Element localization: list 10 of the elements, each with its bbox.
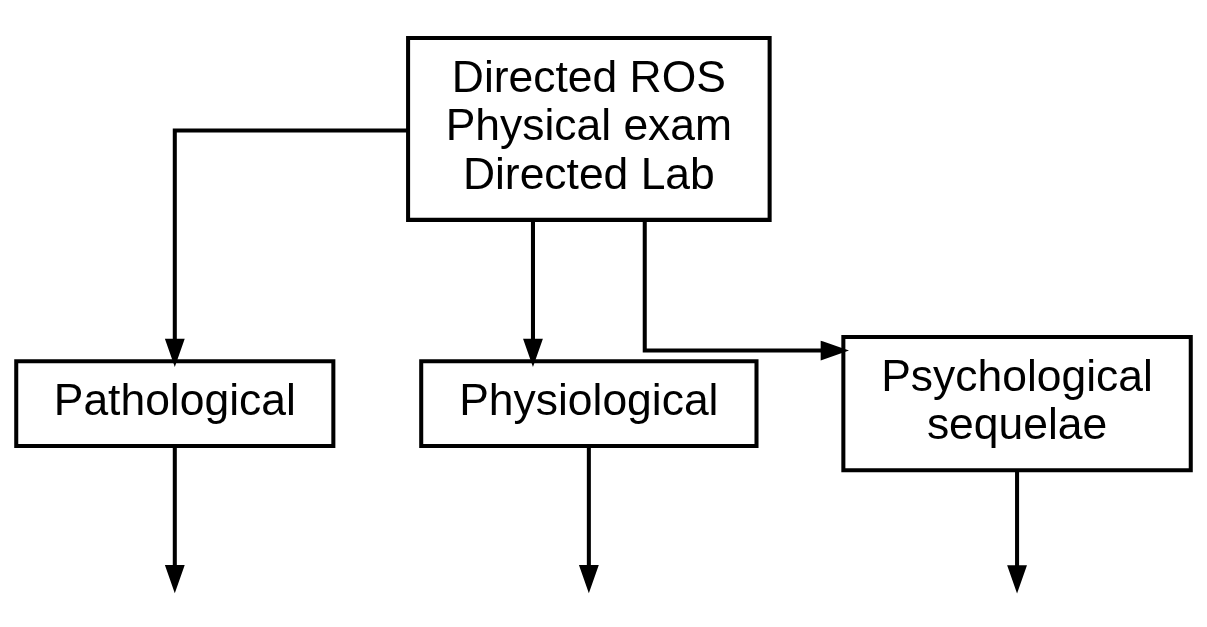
node-box: Pathological: [14, 359, 336, 449]
arrow: [1007, 470, 1027, 594]
arrow: [164, 128, 408, 368]
arrow: [523, 220, 543, 368]
node-box: Psychological sequelae: [841, 335, 1193, 473]
arrow: [642, 220, 849, 361]
node-box: Directed ROS Physical exam Directed Lab: [406, 36, 772, 222]
arrow: [164, 446, 185, 594]
node-box: Physiological: [419, 359, 759, 449]
arrow: [578, 446, 599, 594]
